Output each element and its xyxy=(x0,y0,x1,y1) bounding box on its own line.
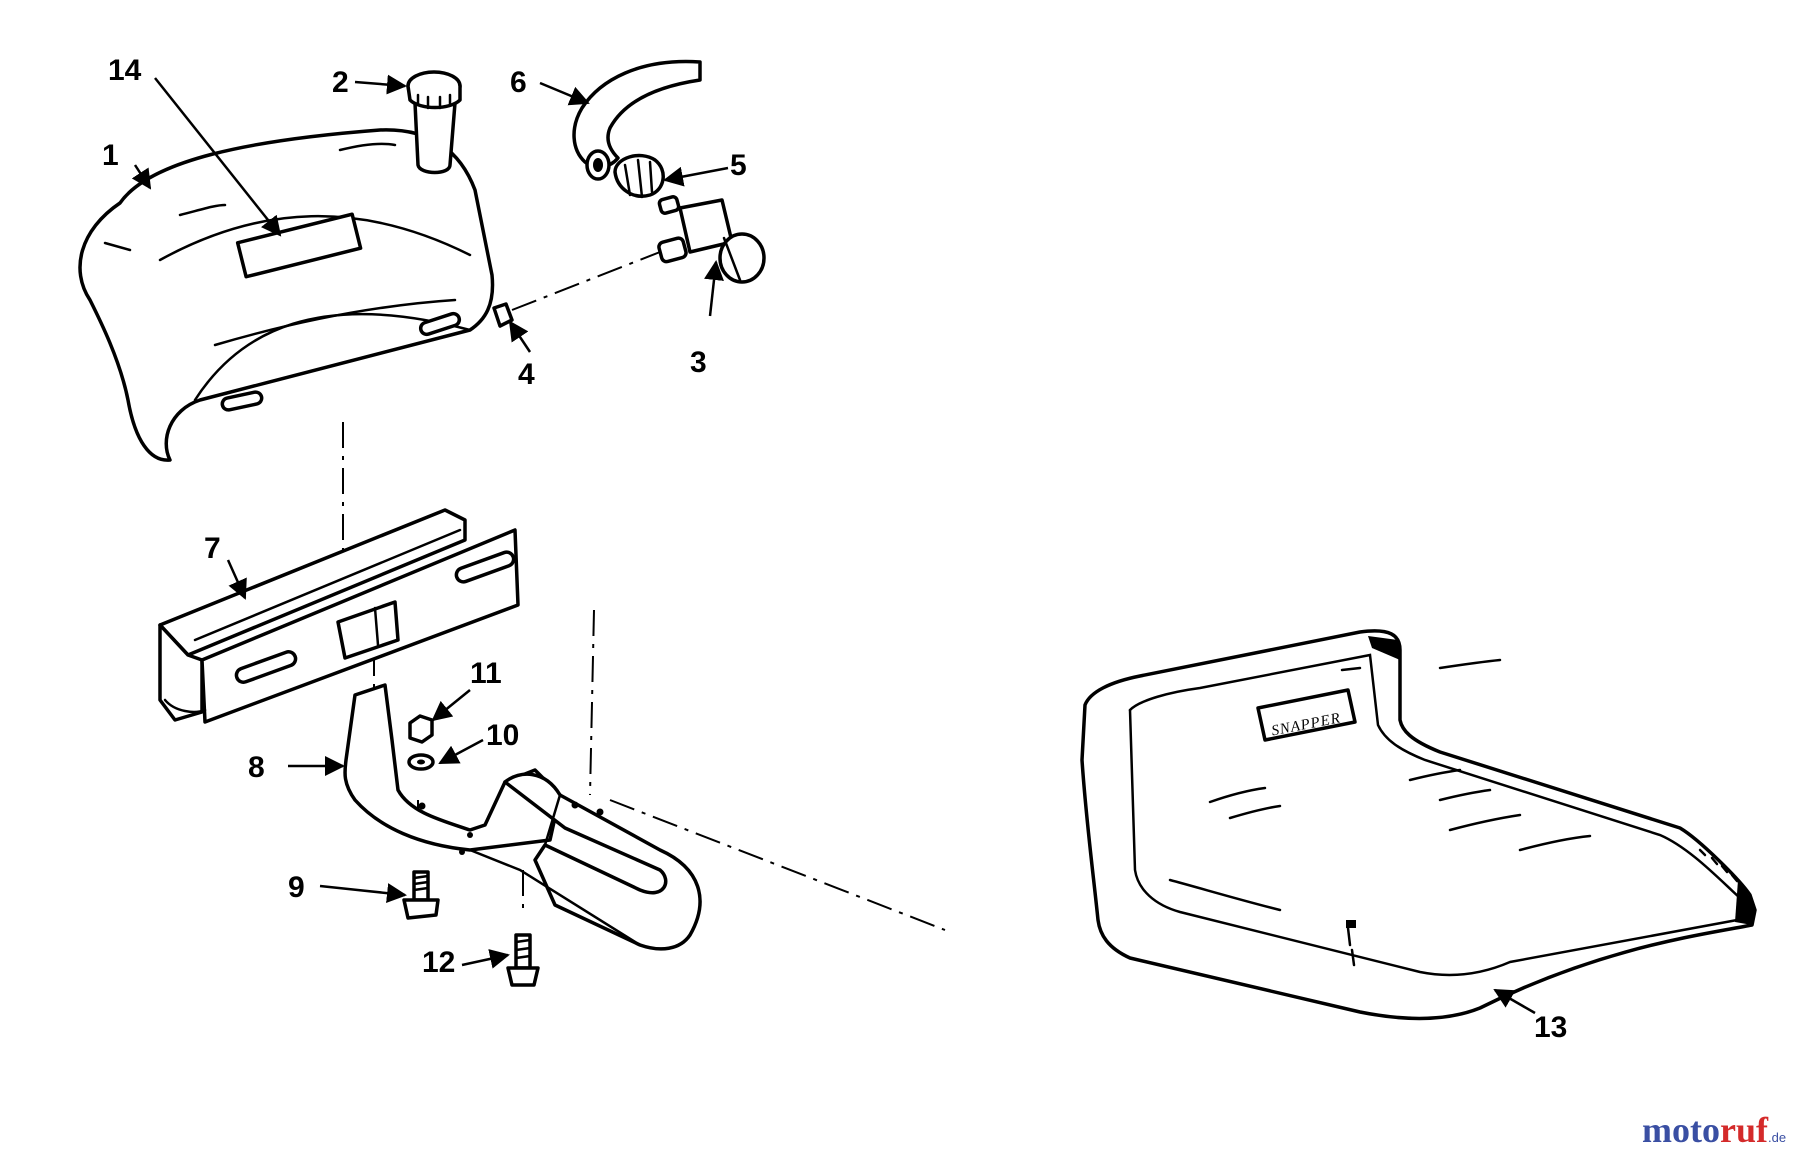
lock-washer xyxy=(407,753,435,771)
seat-bracket xyxy=(343,683,702,951)
watermark-text: motoruf.de xyxy=(1642,1110,1786,1150)
shutoff-valve xyxy=(657,195,766,284)
callout-5: 5 xyxy=(730,149,747,182)
callout-10: 10 xyxy=(486,719,519,752)
callout-3: 3 xyxy=(690,346,707,379)
callout-numbers: 1 2 3 4 5 6 7 8 9 10 11 12 13 14 xyxy=(102,54,1567,1044)
callout-1: 1 xyxy=(102,139,119,172)
seat-brand-plate xyxy=(1256,688,1357,742)
callout-14: 14 xyxy=(108,54,142,87)
callout-11: 11 xyxy=(470,657,502,690)
fuel-tank xyxy=(78,128,495,462)
callout-9: 9 xyxy=(288,871,305,904)
callout-4: 4 xyxy=(518,358,535,391)
tank-fitting xyxy=(492,302,514,328)
mounting-channel xyxy=(158,508,520,724)
callout-2: 2 xyxy=(332,66,349,99)
fuel-line xyxy=(572,59,702,181)
callout-7: 7 xyxy=(204,532,221,565)
callout-leaders xyxy=(131,74,1536,1015)
callout-6: 6 xyxy=(510,66,527,99)
watermark-logo: motoruf.de xyxy=(1642,1110,1786,1150)
hex-nut xyxy=(408,714,434,744)
fuel-tank-decal xyxy=(235,212,363,279)
carriage-bolt xyxy=(402,870,440,920)
callout-13: 13 xyxy=(1534,1011,1567,1044)
hose-clamp xyxy=(613,153,665,199)
self-tap-screw xyxy=(506,933,540,987)
callout-8: 8 xyxy=(248,751,265,784)
fuel-cap xyxy=(406,70,462,175)
callout-12: 12 xyxy=(422,946,455,979)
seat: SNAPPER xyxy=(1080,629,1757,1021)
